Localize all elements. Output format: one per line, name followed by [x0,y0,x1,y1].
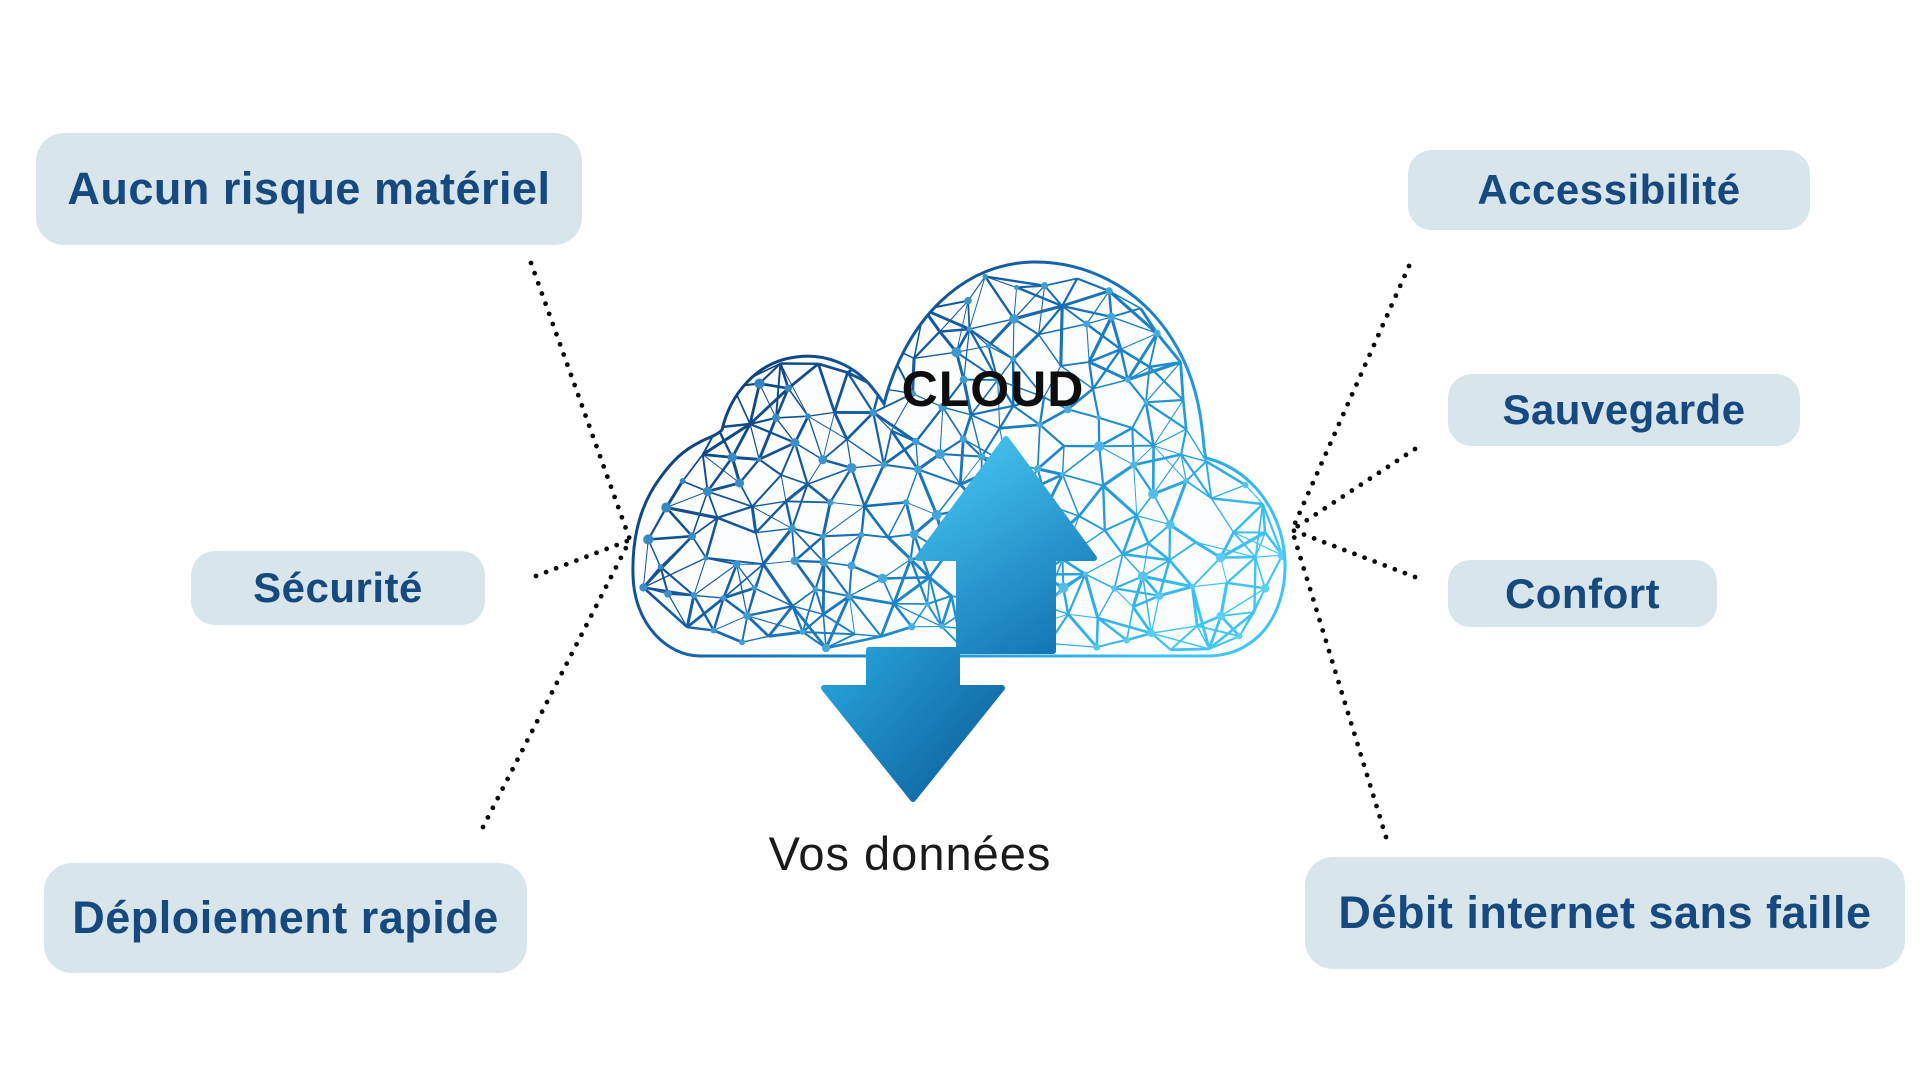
benefit-box-deploiement-rapide: Déploiement rapide [44,863,527,973]
connector-line-confort [1289,527,1418,580]
connector-line-aucun-risque-materiel [528,260,633,543]
benefit-box-debit-internet-sans-faille: Débit internet sans faille [1305,857,1905,969]
benefit-label: Déploiement rapide [72,892,499,943]
benefit-label: Sauvegarde [1502,386,1746,433]
connector-line-debit-internet-sans-faille [1289,527,1389,840]
download-arrow-icon [821,647,1005,802]
benefit-label: Confort [1504,569,1661,617]
benefit-box-aucun-risque-materiel: Aucun risque matériel [36,133,582,245]
benefit-label: Aucun risque matériel [67,163,551,214]
benefit-label: Débit internet sans faille [1338,887,1872,938]
benefit-label: Sécurité [253,564,423,611]
connector-line-deploiement-rapide [480,537,633,830]
benefit-box-securite: Sécurité [191,551,485,625]
connector-line-securite [533,537,633,579]
connector-lines [480,260,1418,840]
upload-arrow-icon [915,436,1097,654]
connector-line-sauvegarde [1289,446,1418,533]
data-flow-label: Vos données [768,827,1052,880]
benefit-box-sauvegarde: Sauvegarde [1448,374,1800,446]
benefit-box-accessibilite: Accessibilité [1408,150,1810,230]
cloud-title: CLOUD [901,361,1085,417]
benefit-box-confort: Confort [1448,560,1717,627]
benefit-label: Accessibilité [1477,166,1741,213]
